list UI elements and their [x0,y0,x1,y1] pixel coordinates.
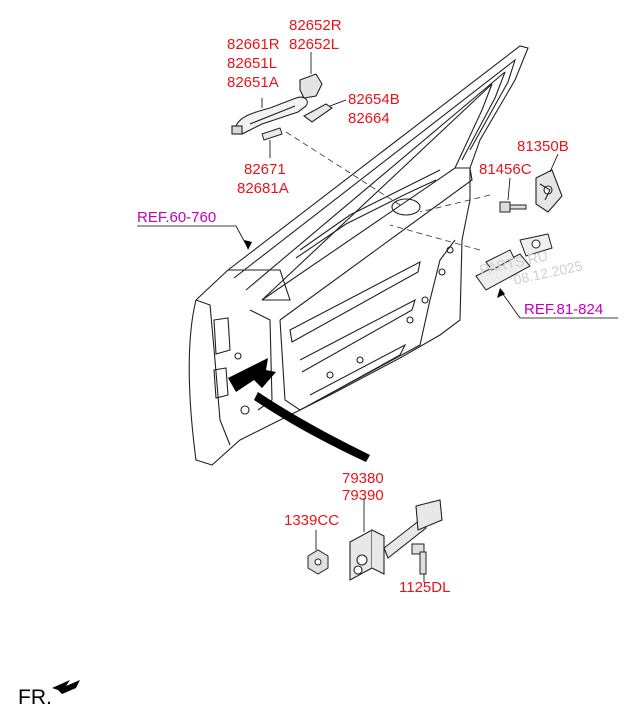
door-panel [188,45,529,466]
label-handle-gasket-1: 82671 [244,161,286,178]
handle-cap [302,103,333,123]
assembly-pointer [228,358,370,462]
front-arrow-icon [52,680,80,694]
label-handle-cover-2: 82652L [289,36,340,53]
striker-leader [549,153,559,173]
label-outside-handle-2: 82651L [227,55,278,72]
label-handle-cap-1: 82654B [348,91,400,108]
label-striker-bolt: 81456C [479,161,532,178]
nut [307,549,329,575]
label-nut: 1339CC [284,512,340,529]
handle-cover [299,73,323,99]
label-handle-gasket-2: 82681A [237,180,289,197]
outside-handle [231,96,308,135]
cap-leader [329,99,347,107]
striker-bolt [499,201,527,213]
bolt [411,543,427,575]
ref-door-panel[interactable]: REF.60-760 [137,209,217,226]
ref-door-leader [137,225,249,249]
label-striker: 81350B [517,138,569,155]
striker [535,169,563,213]
label-outside-handle-1: 82661R [227,36,280,53]
handle-gasket [261,127,283,141]
ref-latch-arrowhead [497,288,505,298]
label-handle-cover-1: 82652R [289,17,342,34]
label-handle-cap-2: 82664 [348,110,390,127]
ref-latch[interactable]: REF.81-824 [524,301,604,318]
label-bolt: 1125DL [399,579,451,596]
door-checker [349,499,443,581]
label-checker-2: 79390 [342,487,384,504]
dashed-leaders [285,131,491,251]
label-checker-1: 79380 [342,470,384,487]
front-direction-label: FR. [18,686,52,709]
label-outside-handle-3: 82651A [227,74,279,91]
ref-door-arrowhead [244,240,252,250]
latch-assembly [475,233,553,291]
striker-bolt-leader [507,177,511,201]
